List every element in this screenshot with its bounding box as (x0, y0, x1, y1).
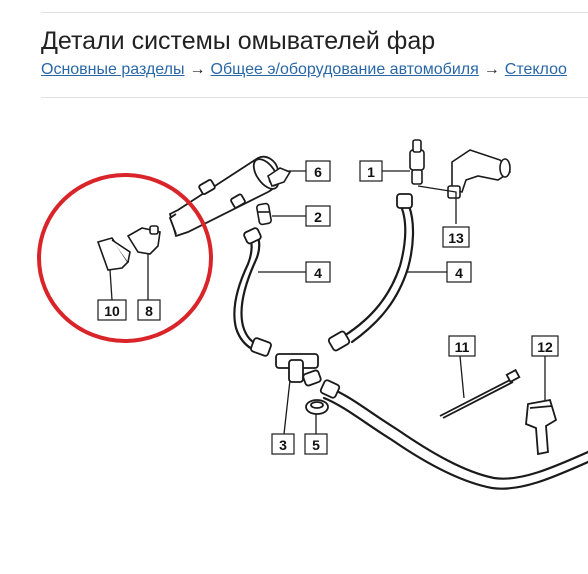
hose-right-inner (350, 204, 415, 344)
callout-1: 1 (359, 160, 383, 182)
connector-tail (411, 169, 423, 185)
cylinder-tab (198, 179, 216, 195)
hose-bottom-inner (322, 396, 588, 490)
breadcrumb-link-wipers[interactable]: Стеклоо (504, 61, 567, 78)
callout-5: 5 (304, 433, 328, 455)
callout-text: 8 (145, 303, 153, 319)
callout-box (531, 335, 559, 357)
elbow-connector-13 (447, 149, 512, 199)
leader-lines (109, 170, 546, 435)
cylinder-tip (168, 213, 177, 235)
hose-right-outer (342, 202, 407, 338)
callout-box (137, 299, 161, 321)
hose-left-outer (240, 228, 264, 349)
connector-sleeve (250, 337, 272, 357)
callout-text: 2 (314, 209, 322, 225)
callout-text: 12 (537, 339, 553, 355)
breadcrumb-separator: → (483, 61, 500, 78)
callout-labels: 6 2 4 1 13 4 11 12 (97, 160, 559, 455)
callout-12: 12 (531, 335, 559, 357)
cover-edge (111, 239, 131, 263)
connector-sleeve (327, 330, 351, 352)
callout-4-right: 4 (446, 261, 472, 283)
hoses (233, 202, 588, 490)
cover-body (96, 237, 130, 271)
connector-sleeve (243, 227, 262, 245)
clamp-inner (310, 401, 324, 409)
fitting-body (267, 167, 292, 187)
callout-box (448, 335, 476, 357)
callout-text: 5 (312, 437, 320, 453)
tie-head (505, 368, 521, 384)
holder-12 (525, 398, 558, 456)
connector-sleeve (396, 193, 413, 209)
hose-connectors (243, 193, 413, 399)
leader-13 (417, 185, 457, 224)
callout-box (305, 205, 331, 227)
callout-text: 4 (455, 265, 463, 281)
hose-clamp-5 (305, 399, 329, 415)
connector-nipple (412, 139, 422, 153)
leader-3 (283, 379, 291, 435)
breadcrumb-link-main-sections[interactable]: Основные разделы (41, 61, 185, 78)
hose-bottom-outer (328, 386, 588, 480)
check-valve-2 (256, 202, 272, 226)
callout-8: 8 (137, 299, 161, 321)
cable-tie-11 (439, 368, 521, 419)
callout-box (271, 433, 295, 455)
tie-strap-edge (442, 381, 514, 419)
callout-6: 6 (305, 160, 331, 182)
callout-box (446, 261, 472, 283)
highlight-circle (37, 173, 213, 343)
callout-box (304, 433, 328, 455)
callout-box (305, 160, 331, 182)
callout-text: 1 (367, 164, 375, 180)
callout-13: 13 (442, 226, 470, 248)
callout-text: 6 (314, 164, 322, 180)
cylinder-tab (230, 193, 246, 209)
t-piece-stem (288, 359, 304, 383)
callout-4-left: 4 (305, 261, 331, 283)
top-divider (41, 0, 588, 13)
hose-left-inner (233, 230, 260, 354)
part-10-cover (96, 237, 131, 271)
callout-text: 10 (104, 303, 120, 319)
callout-text: 11 (455, 339, 470, 355)
breadcrumb-separator: → (189, 61, 206, 78)
callout-text: 3 (279, 437, 287, 453)
callout-text: 4 (314, 265, 322, 281)
callout-11: 11 (448, 335, 476, 357)
connector-1 (409, 139, 425, 185)
tie-strap (439, 379, 511, 417)
breadcrumb: Основные разделы→Общее э/оборудование ав… (41, 61, 567, 79)
t-piece-outlet (302, 369, 322, 387)
callout-box (359, 160, 383, 182)
t-piece-3 (275, 353, 322, 387)
leader-10 (109, 269, 113, 301)
fitting-6 (267, 167, 292, 187)
connector-sleeve (319, 379, 341, 399)
leader-11 (459, 355, 465, 399)
callout-box (442, 226, 470, 248)
content-divider (41, 97, 588, 98)
page-title: Детали системы омывателей фар (41, 27, 436, 55)
part-8-bracket (126, 225, 161, 255)
bracket-pin (149, 225, 159, 235)
connector-body (409, 149, 425, 171)
breadcrumb-link-electrical[interactable]: Общее э/оборудование автомобиля (210, 61, 479, 78)
elbow-end (499, 158, 511, 178)
callout-box (305, 261, 331, 283)
callout-10: 10 (97, 299, 127, 321)
callout-box (97, 299, 127, 321)
holder-edge (529, 405, 553, 409)
callout-2: 2 (305, 205, 331, 227)
callout-3: 3 (271, 433, 295, 455)
callout-text: 13 (448, 230, 464, 246)
valve-body (256, 202, 272, 226)
